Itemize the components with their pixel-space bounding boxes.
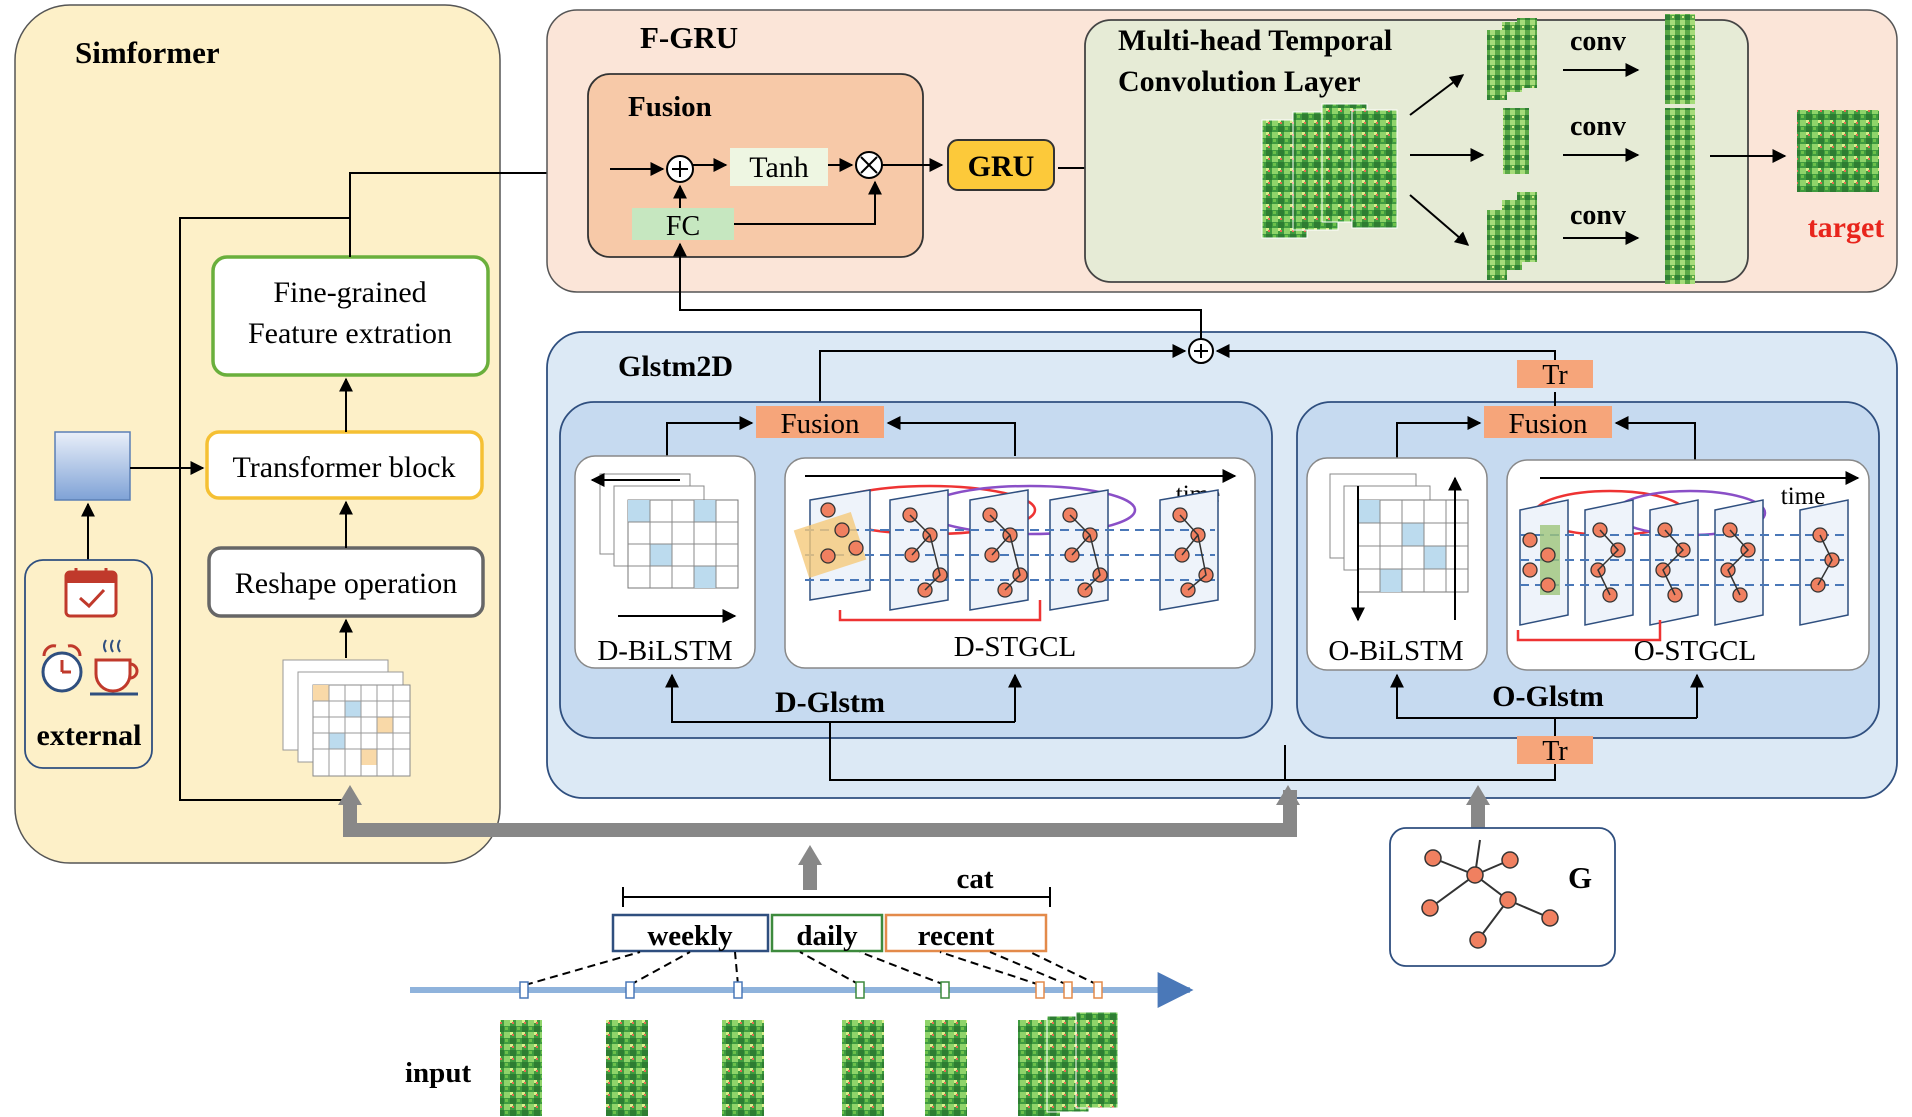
weekly-box [611, 913, 770, 953]
o-fusion-box [1484, 406, 1612, 438]
d-stgcl-graph-icon [793, 484, 1219, 622]
graph-label: G [1568, 860, 1592, 895]
daily-label: daily [796, 920, 858, 952]
external-embedding-square [54, 431, 131, 501]
recent-label: recent [918, 920, 995, 952]
o-bilstm-label: O-BiLSTM [1328, 635, 1463, 667]
mhtcl-label-1: Multi-head Temporal [1118, 24, 1392, 57]
d-glstm-label: D-Glstm [775, 686, 885, 719]
coffee-cup-icon [90, 639, 139, 696]
conv-branch-top: conv [1487, 14, 1695, 104]
recent-box [884, 913, 1048, 953]
glstm2d-panel: Glstm2D Tr Fusion D-BiLSTM [546, 242, 1898, 799]
fgru-panel: F-GRU Fusion Tanh FC GRU Multi-head Temp… [546, 9, 1898, 293]
fgru-title: F-GRU [640, 20, 738, 55]
temporal-feature-stack [1261, 103, 1398, 239]
fc-label: FC [666, 211, 700, 242]
tr-box-top [1517, 360, 1593, 388]
d-bilstm-matrix-icon [590, 473, 739, 623]
tr-label-top: Tr [1542, 360, 1568, 391]
simformer-panel: Simformer Fine-grained Feature extration… [14, 4, 1035, 864]
tr-box-bottom [1517, 736, 1593, 764]
external-label: external [37, 719, 142, 752]
alarm-clock-icon [41, 644, 83, 693]
external-box [24, 559, 153, 769]
d-fusion-box [756, 406, 884, 438]
mhtcl-label-2: Convolution Layer [1118, 65, 1361, 98]
timeline-markers [519, 981, 1103, 999]
conv-branch-middle: conv [1503, 108, 1695, 200]
conv-label-1: conv [1570, 26, 1626, 57]
reshape-label: Reshape operation [235, 567, 457, 600]
fine-grained-label-1: Fine-grained [273, 276, 426, 309]
calendar-icon [64, 568, 118, 618]
target-output-grid [1797, 110, 1879, 192]
gru-label: GRU [968, 150, 1035, 183]
transformer-block-box [205, 430, 484, 500]
d-fusion-label: Fusion [781, 408, 860, 440]
cat-label: cat [956, 863, 993, 895]
input-heatmap-frames [500, 1011, 1119, 1116]
conv-label-2: conv [1570, 111, 1626, 142]
tanh-box [730, 148, 828, 186]
o-stgcl-graph-icon [1516, 489, 1850, 642]
target-label: target [1808, 211, 1885, 244]
input-label: input [405, 1057, 471, 1089]
daily-box [770, 913, 884, 953]
fine-grained-box [211, 255, 490, 377]
fine-grained-label-2: Feature extration [248, 317, 452, 350]
input-matrix-stack-icon [282, 659, 411, 777]
conv-label-3: conv [1570, 200, 1626, 231]
o-fusion-label: Fusion [1509, 408, 1588, 440]
o-time-label: time [1781, 483, 1825, 510]
mhtcl-box [1084, 19, 1749, 283]
weekly-label: weekly [647, 920, 733, 952]
tr-label-bottom: Tr [1542, 736, 1568, 767]
transformer-block-label: Transformer block [232, 451, 455, 484]
o-bilstm-matrix-icon [1329, 473, 1469, 622]
d-stgcl-label: D-STGCL [954, 631, 1076, 663]
tanh-label: Tanh [749, 151, 809, 184]
o-stgcl-label: O-STGCL [1634, 635, 1756, 667]
simformer-title: Simformer [75, 35, 220, 70]
glstm2d-title: Glstm2D [618, 350, 733, 383]
o-glstm-label: O-Glstm [1492, 680, 1604, 713]
graph-icon [1421, 839, 1559, 949]
gru-box [947, 139, 1055, 191]
fc-box [632, 208, 734, 240]
fusion-title: Fusion [628, 91, 712, 123]
input-section: cat weekly daily recent input [338, 785, 1616, 1116]
conv-branch-bottom: conv [1487, 192, 1695, 284]
d-bilstm-label: D-BiLSTM [597, 635, 732, 667]
